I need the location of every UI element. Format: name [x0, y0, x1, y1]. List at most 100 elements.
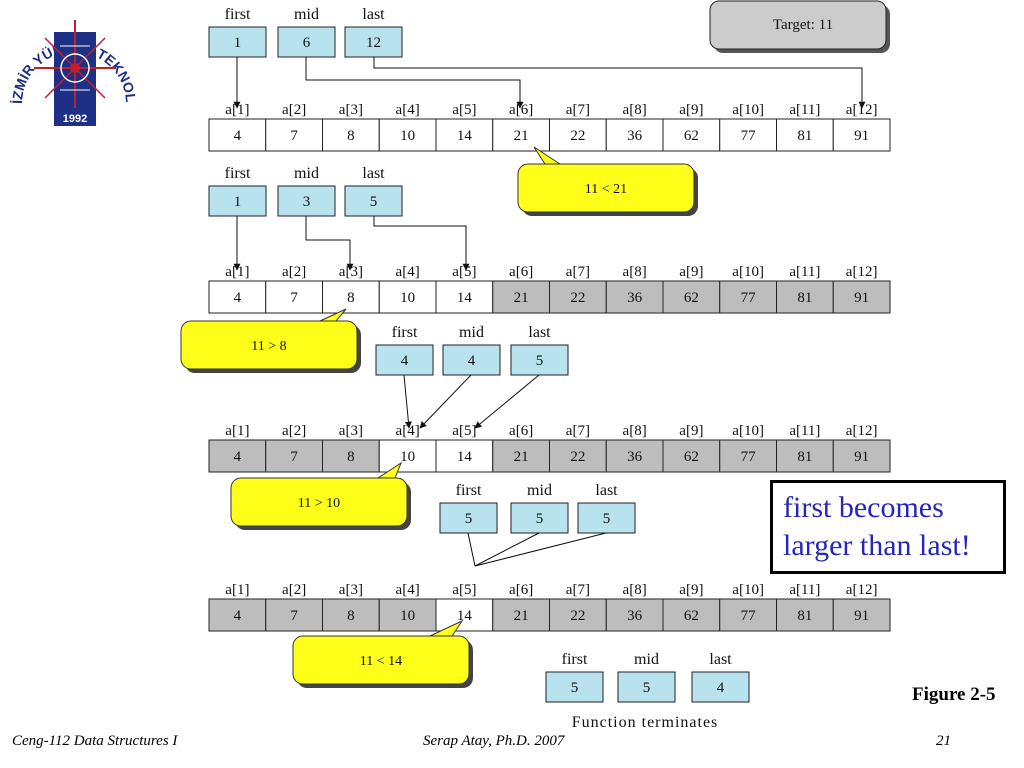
cell-value: 8 [347, 128, 355, 144]
cell-value: 91 [854, 128, 869, 144]
index-label: a[4] [396, 582, 420, 598]
cell-value: 91 [854, 290, 869, 306]
array-cell [378, 598, 437, 632]
pointer-arrow [474, 532, 540, 567]
cell-value: 21 [514, 449, 529, 465]
last-box [577, 502, 636, 534]
cell-value: 81 [797, 449, 812, 465]
cell-value: 36 [627, 128, 643, 144]
index-label: a[1] [225, 264, 249, 280]
mid-value: 6 [303, 35, 311, 51]
array-cell [662, 439, 721, 473]
callout-text: 11 < 14 [360, 654, 402, 669]
mid-value: 3 [303, 194, 311, 210]
index-label: a[8] [623, 582, 647, 598]
array-row-2: a[1]4a[2]7a[3]8a[4]10a[5]14a[6]21a[7]22a… [208, 264, 891, 314]
cell-value: 36 [627, 449, 643, 465]
first-label: first [562, 651, 588, 668]
pointer-arrow [373, 57, 866, 109]
cell-value: 77 [741, 290, 757, 306]
index-label: a[9] [679, 102, 703, 118]
cell-value: 81 [797, 608, 812, 624]
last-value: 12 [366, 35, 381, 51]
mid-value: 4 [468, 353, 476, 369]
array-cell [662, 280, 721, 314]
array-row-4: a[1]4a[2]7a[3]8a[4]10a[5]14a[6]21a[7]22a… [208, 582, 891, 632]
array-cell [378, 439, 437, 473]
last-value: 4 [717, 680, 725, 696]
index-label: a[9] [679, 264, 703, 280]
first-label: first [225, 6, 251, 23]
array-cell [265, 598, 323, 632]
array-cell [492, 439, 550, 473]
array-cell [435, 439, 494, 473]
pointer-arrow [403, 374, 412, 429]
last-box [344, 185, 403, 217]
array-cell [719, 598, 777, 632]
index-label: a[10] [732, 423, 764, 439]
index-label: a[3] [339, 582, 363, 598]
cell-value: 62 [684, 449, 699, 465]
callout-text: 11 > 8 [251, 339, 286, 354]
cell-value: 14 [457, 290, 473, 306]
last-label: last [709, 651, 732, 668]
callout-bubble [230, 477, 408, 527]
mid-box [617, 671, 676, 703]
callout-tail [429, 619, 464, 637]
pointer-arrow [305, 57, 524, 109]
footer-author: Serap Atay, Ph.D. 2007 [423, 733, 565, 749]
cell-value: 4 [234, 290, 242, 306]
array-cell [322, 118, 380, 152]
last-value: 5 [536, 353, 544, 369]
mid-box [510, 502, 569, 534]
first-value: 4 [401, 353, 409, 369]
index-label: a[6] [509, 423, 533, 439]
index-label: a[9] [679, 423, 703, 439]
array-cell [208, 439, 267, 473]
cell-value: 21 [514, 290, 529, 306]
mid-value: 5 [536, 511, 544, 527]
index-label: a[2] [282, 423, 306, 439]
cell-value: 22 [570, 128, 585, 144]
cell-value: 77 [741, 449, 757, 465]
last-label: last [528, 324, 551, 341]
cell-value: 14 [457, 128, 473, 144]
pointer-arrows [233, 57, 866, 567]
index-label: a[5] [452, 582, 476, 598]
index-label: a[9] [679, 582, 703, 598]
cell-value: 7 [290, 608, 298, 624]
index-label: a[11] [789, 264, 820, 280]
index-label: a[8] [623, 102, 647, 118]
note-box: first becomes larger than last! [770, 480, 1006, 574]
pointer-arrow [474, 374, 540, 429]
logo-emblem: 1992 [34, 20, 116, 126]
first-label: first [456, 482, 482, 499]
array-cell [208, 280, 267, 314]
array-cell [435, 118, 494, 152]
cell-value: 7 [290, 128, 298, 144]
last-label: last [595, 482, 618, 499]
cell-value: 91 [854, 608, 869, 624]
array-cell [492, 598, 550, 632]
cell-value: 8 [347, 449, 355, 465]
index-label: a[12] [846, 102, 878, 118]
array-cell [265, 118, 323, 152]
index-label: a[12] [846, 264, 878, 280]
cell-value: 81 [797, 290, 812, 306]
index-label: a[4] [396, 423, 420, 439]
array-cell [549, 280, 607, 314]
first-value: 1 [234, 194, 242, 210]
pointer-arrow [305, 216, 354, 271]
index-label: a[3] [339, 264, 363, 280]
cell-value: 10 [400, 128, 415, 144]
first-label: first [392, 324, 418, 341]
comparison-callout-4: 11 < 14 [292, 619, 473, 688]
mid-label: mid [294, 6, 319, 23]
first-value: 5 [465, 511, 473, 527]
cell-value: 62 [684, 128, 699, 144]
array-cell [549, 598, 607, 632]
cell-value: 4 [234, 128, 242, 144]
